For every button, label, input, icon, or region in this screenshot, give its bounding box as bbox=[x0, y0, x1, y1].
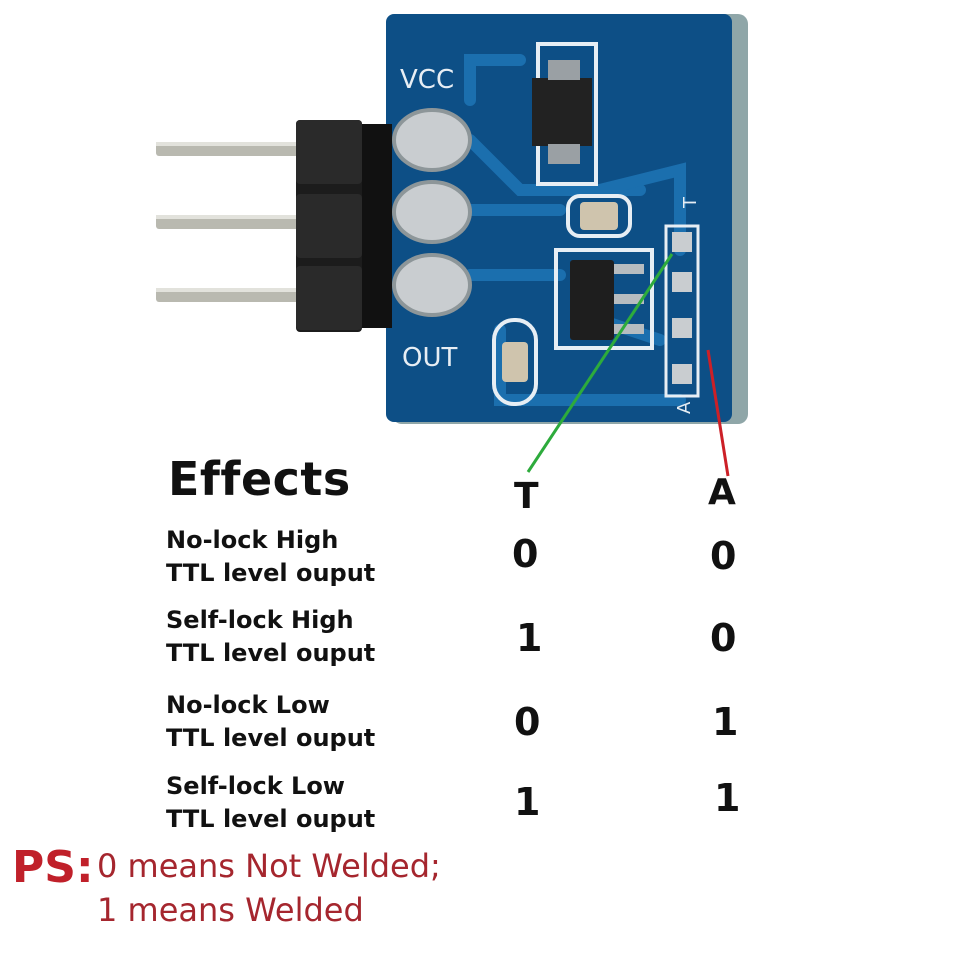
ps-label: PS: bbox=[12, 842, 94, 893]
row-0-a-value: 0 bbox=[710, 534, 737, 578]
row-label-line1: No-lock High bbox=[166, 526, 339, 554]
solder-pads bbox=[392, 108, 472, 317]
column-header-t: T bbox=[514, 476, 539, 517]
top-component bbox=[532, 42, 598, 186]
row-1-t-value: 1 bbox=[516, 616, 543, 660]
ps-note-line1: 0 means Not Welded; bbox=[97, 847, 441, 885]
a-callout-line bbox=[706, 349, 730, 477]
capacitor-bottom bbox=[492, 318, 538, 406]
row-label-line2: TTL level ouput bbox=[166, 639, 376, 667]
jumper-pads bbox=[664, 224, 700, 398]
t-callout-line bbox=[526, 253, 674, 473]
row-label-line1: Self-lock High bbox=[166, 606, 354, 634]
pcb-body bbox=[386, 14, 732, 422]
vcc-silk-label: VCC bbox=[400, 65, 454, 95]
touch-ic-chip bbox=[554, 248, 654, 350]
capacitor-top bbox=[566, 194, 632, 238]
ps-note-line2: 1 means Welded bbox=[97, 891, 364, 929]
pad-t-silk-label: T bbox=[680, 196, 701, 209]
row-label-line2: TTL level ouput bbox=[166, 805, 376, 833]
row-label-self-lock-high: Self-lock High TTL level ouput bbox=[166, 604, 375, 670]
row-2-t-value: 0 bbox=[514, 700, 541, 744]
row-label-line1: No-lock Low bbox=[166, 691, 330, 719]
out-silk-label: OUT bbox=[402, 343, 457, 373]
row-label-line2: TTL level ouput bbox=[166, 559, 376, 587]
row-label-no-lock-high: No-lock High TTL level ouput bbox=[166, 524, 375, 590]
row-1-a-value: 0 bbox=[710, 616, 737, 660]
row-3-a-value: 1 bbox=[714, 776, 741, 820]
pin-header bbox=[296, 120, 392, 332]
row-0-t-value: 0 bbox=[512, 532, 539, 576]
row-label-self-lock-low: Self-lock Low TTL level ouput bbox=[166, 770, 375, 836]
header-pins bbox=[156, 142, 306, 302]
row-3-t-value: 1 bbox=[514, 780, 541, 824]
effects-title: Effects bbox=[168, 452, 351, 506]
row-label-line2: TTL level ouput bbox=[166, 724, 376, 752]
column-header-a: A bbox=[708, 472, 736, 513]
row-2-a-value: 1 bbox=[712, 700, 739, 744]
row-label-no-lock-low: No-lock Low TTL level ouput bbox=[166, 689, 375, 755]
pad-a-silk-label: A bbox=[674, 401, 695, 414]
touch-sensor-board-illustration: VCC OUT T A bbox=[156, 14, 748, 477]
ps-note: 0 means Not Welded; 1 means Welded bbox=[97, 844, 441, 932]
row-label-line1: Self-lock Low bbox=[166, 772, 345, 800]
